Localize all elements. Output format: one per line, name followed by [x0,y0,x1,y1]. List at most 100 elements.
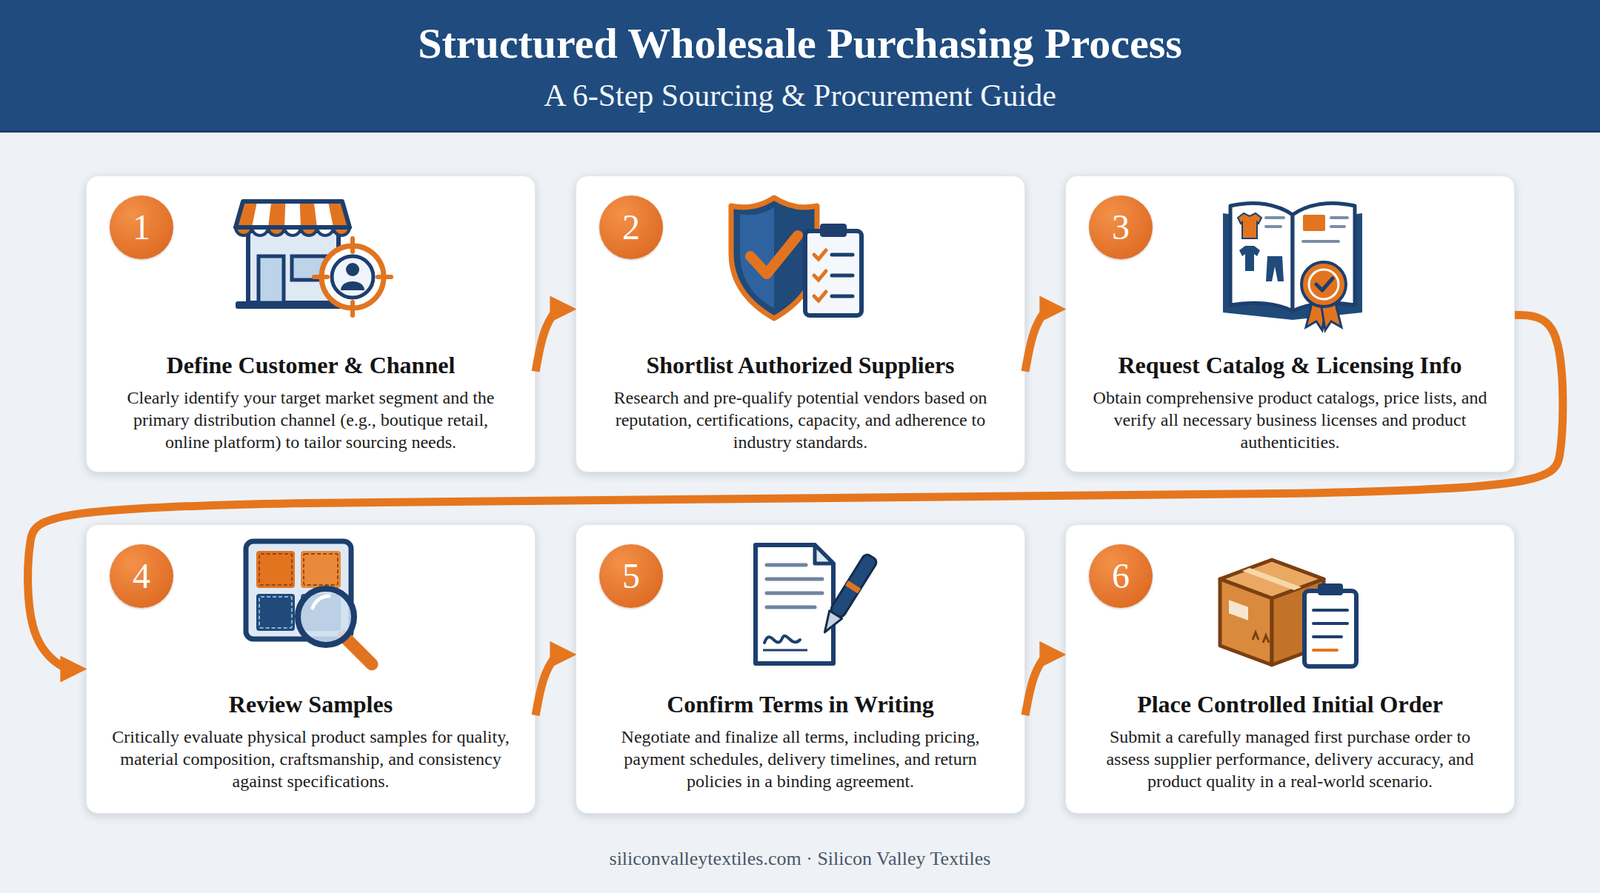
storefront-icon-part [268,227,285,236]
storefront-icon-part [328,201,350,228]
shipping-box-icon-part [1271,579,1324,666]
shipping-box-icon-part [1313,622,1348,626]
step-heading: Define Customer & Channel [108,350,513,380]
storefront-icon-part [317,227,334,236]
storefront-icon-part [235,301,349,309]
catalog-badge-icon-part [1292,202,1355,312]
storefront-icon-part [248,231,339,303]
flow-arrow [1025,654,1049,716]
storefront-icon-part [251,227,269,236]
shipping-box-icon-part [1317,583,1343,596]
contract-pen-icon-part [766,591,823,596]
storefront-icon-part [235,227,252,236]
swatch-magnifier-icon-part [259,554,292,586]
contract-pen-icon-part [755,545,834,664]
step-heading: Review Samples [108,689,513,720]
step-number-badge: 6 [1088,544,1153,609]
step-text: Request Catalog & Licensing InfoObtain c… [1088,350,1492,454]
shipping-box-icon-part [1228,600,1249,620]
footer-caption: siliconvalleytextiles.com · Silicon Vall… [0,845,1600,873]
step-text: Shortlist Authorized SuppliersResearch a… [598,350,1003,454]
swatch-magnifier-icon-part [297,588,355,646]
storefront-icon-part [300,201,318,228]
shipping-box-icon-part [1313,608,1348,612]
shield-checklist-icon-part [805,231,862,316]
storefront-icon-part [340,281,365,291]
shield-checklist-icon-part [831,274,853,278]
flow-arrow [535,654,560,716]
subtitle: A 6-Step Sourcing & Procurement Guide [0,77,1600,115]
catalog-badge-icon-part [1316,278,1333,291]
step-heading: Shortlist Authorized Suppliers [598,350,1003,380]
shield-checklist-icon-part [814,250,826,260]
catalog-badge-icon-part [1331,216,1348,220]
header-band [0,0,1600,133]
flow-arrow [535,308,560,372]
step-description: Clearly identify your target market segm… [108,386,513,454]
shield-checklist-icon-part [814,291,826,301]
catalog-badge-icon-part [1239,245,1260,272]
step-number-badge: 3 [1088,195,1153,260]
storefront-icon-part [321,245,384,309]
step-text: Place Controlled Initial OrderSubmit a c… [1088,689,1492,793]
step-description: Negotiate and finalize all terms, includ… [598,725,1003,793]
catalog-badge-icon-part [1237,213,1262,239]
contract-pen-icon-part [766,563,806,568]
flow-arrow [28,314,1563,669]
storefront-icon-part [235,201,350,228]
step-text: Define Customer & ChannelClearly identif… [108,350,513,454]
step-card: Place Controlled Initial OrderSubmit a c… [1065,524,1515,815]
shield-checklist-icon [731,197,862,319]
step-number: 4 [132,558,151,595]
storefront-icon-part [284,227,301,236]
contract-pen-icon [755,545,878,664]
storefront-icon-part [350,238,355,252]
storefront-icon-part [350,302,355,316]
step-heading: Place Controlled Initial Order [1088,689,1492,720]
header-edge [0,130,1600,133]
storefront-icon [235,201,392,316]
step-number-badge: 4 [109,544,174,609]
flow-arrow [1025,308,1049,372]
shipping-box-icon-part [1313,648,1338,652]
catalog-badge-icon-part [1331,225,1345,229]
shipping-box-icon-part [1304,591,1357,667]
step-number-badge: 1 [109,195,174,260]
contract-pen-icon-part [766,605,815,610]
catalog-badge-icon-part [1230,202,1293,312]
swatch-magnifier-icon-part [300,551,341,589]
catalog-badge-icon-part [1265,256,1284,282]
swatch-magnifier-icon-part [245,541,352,640]
catalog-badge-icon-part [1320,297,1342,331]
shipping-box-icon-part [1313,635,1342,639]
step-text: Review SamplesCritically evaluate physic… [108,689,513,793]
shield-checklist-icon-part [831,253,853,258]
storefront-icon-part [300,227,318,236]
step-heading: Request Catalog & Licensing Info [1088,350,1492,380]
catalog-badge-icon-part [1302,240,1339,243]
step-number: 3 [1111,209,1130,246]
catalog-badge-icon [1222,202,1363,331]
step-number: 1 [132,209,151,246]
shield-checklist-icon-part [820,223,847,238]
storefront-icon-part [235,201,350,228]
shipping-box-icon-part [1242,568,1302,591]
step-card: Define Customer & ChannelClearly identif… [85,175,536,473]
shield-checklist-icon-part [831,294,853,299]
storefront-icon-part [291,256,326,280]
swatch-magnifier-icon-part [256,594,295,632]
step-card: Shortlist Authorized SuppliersResearch a… [575,175,1026,473]
shipping-box-icon [1220,560,1357,667]
contract-pen-icon-part [764,636,800,643]
step-number: 5 [622,558,640,595]
step-description: Research and pre-qualify potential vendo… [598,386,1003,454]
shield-checklist-icon-part [750,235,798,275]
storefront-icon-part [331,256,374,298]
storefront-icon-part [314,274,328,280]
step-heading: Confirm Terms in Writing [598,689,1003,720]
step-number: 2 [622,209,640,246]
contract-pen-icon-part [814,545,834,564]
step-description: Submit a carefully managed first purchas… [1088,725,1492,793]
